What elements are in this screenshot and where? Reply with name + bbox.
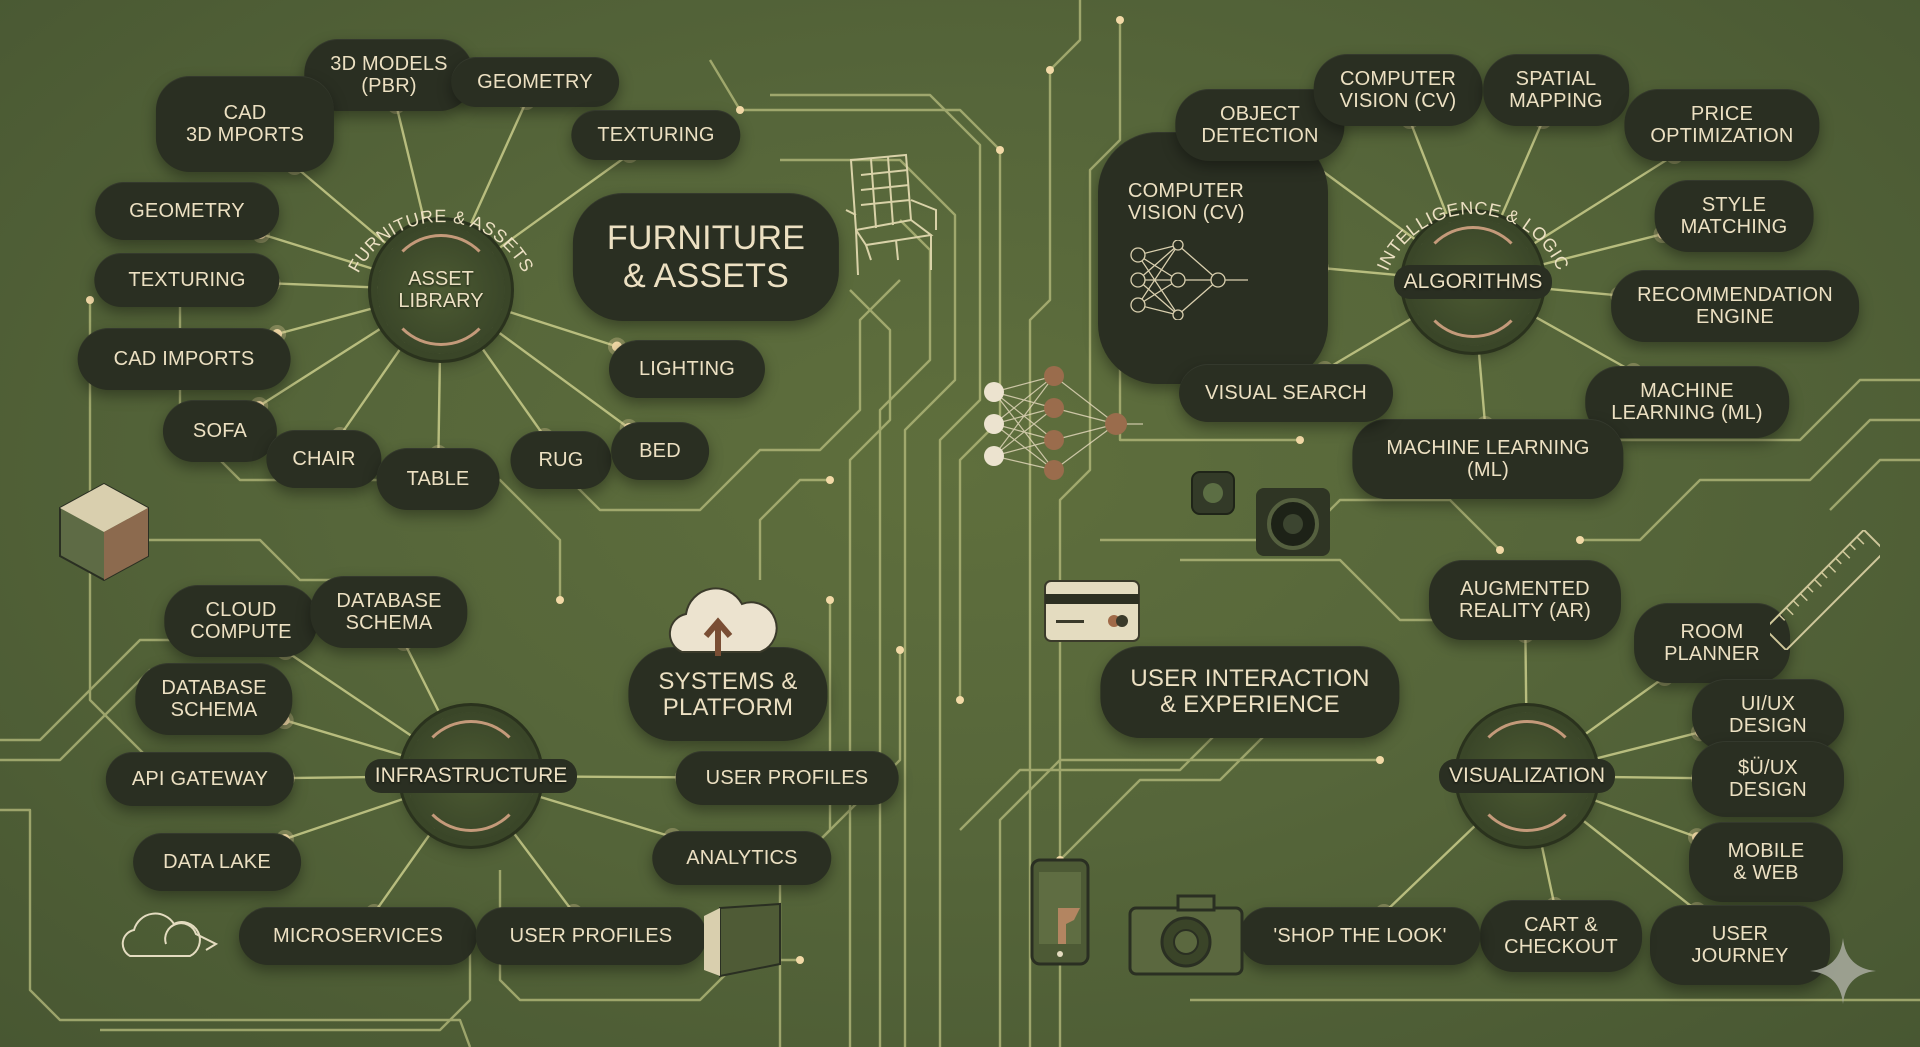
section-title-systems: SYSTEMS & PLATFORM — [628, 647, 828, 741]
node-room-planner[interactable]: ROOM PLANNER — [1634, 603, 1790, 683]
node-user-journey[interactable]: USER JOURNEY — [1650, 905, 1830, 985]
node-ui-ux-design[interactable]: UI/UX DESIGN — [1692, 679, 1844, 751]
hub-infrastructure[interactable]: INFRASTRUCTURE — [364, 712, 578, 840]
node-table[interactable]: TABLE — [376, 448, 500, 510]
hub-label: INFRASTRUCTURE — [364, 759, 578, 793]
node-user-profiles[interactable]: USER PROFILES — [675, 751, 899, 805]
node-object-detection[interactable]: OBJECT DETECTION — [1175, 89, 1345, 161]
hub-asset-library[interactable]: ASSET LIBRARY — [377, 226, 505, 354]
neural-network-icon — [984, 366, 1143, 480]
node-augmented-reality[interactable]: AUGMENTED REALITY (AR) — [1428, 560, 1622, 640]
node-spatial-mapping[interactable]: SPATIAL MAPPING — [1483, 54, 1629, 126]
node-analytics[interactable]: ANALYTICS — [652, 831, 832, 885]
node-3d-models[interactable]: 3D MODELS (PBR) — [304, 39, 474, 111]
node-data-lake[interactable]: DATA LAKE — [133, 833, 301, 891]
ruler-icon — [1770, 530, 1880, 650]
node-price-optimization[interactable]: PRICE OPTIMIZATION — [1624, 89, 1820, 161]
node-microservices[interactable]: MICROSERVICES — [238, 907, 478, 965]
armchair-icon — [845, 153, 937, 276]
computer-vision-card[interactable]: COMPUTER VISION (CV) — [1098, 132, 1328, 384]
smartphone-icon — [1030, 858, 1090, 966]
node-recommendation-engine[interactable]: RECOMMENDATION ENGINE — [1611, 270, 1859, 342]
node-api-gateway[interactable]: API GATEWAY — [105, 752, 295, 806]
credit-card-icon — [1044, 580, 1140, 642]
node-texturing-top[interactable]: TEXTURING — [571, 110, 741, 160]
node-bed[interactable]: BED — [611, 422, 709, 480]
camera-icon — [1128, 894, 1244, 976]
node-texturing[interactable]: TEXTURING — [94, 253, 280, 307]
cloud-upload-icon — [668, 587, 778, 656]
node-cart-checkout[interactable]: CART & CHECKOUT — [1480, 900, 1642, 972]
neural-network-icon — [1130, 240, 1248, 320]
node-visual-search[interactable]: VISUAL SEARCH — [1179, 364, 1393, 422]
node-cad-3d-imports[interactable]: CAD 3D MPORTS — [155, 76, 335, 172]
node-geometry-top[interactable]: GEOMETRY — [451, 57, 619, 107]
camera-icon — [1191, 471, 1330, 556]
hub-label: ASSET LIBRARY — [398, 268, 484, 312]
node-rug[interactable]: RUG — [510, 431, 612, 489]
node-machine-learning-lower[interactable]: MACHINE LEARNING (ML) — [1352, 419, 1624, 499]
hub-label: ALGORITHMS — [1393, 265, 1553, 299]
hub-label: VISUALIZATION — [1439, 759, 1615, 793]
node-mobile-web[interactable]: MOBILE & WEB — [1689, 822, 1843, 902]
node-computer-vision[interactable]: COMPUTER VISION (CV) — [1313, 54, 1483, 126]
sparkle-icon — [1810, 938, 1876, 1004]
node-database-schema[interactable]: DATABASE SCHEMA — [135, 663, 293, 735]
node-lighting[interactable]: LIGHTING — [608, 340, 766, 398]
node-shop-the-look[interactable]: 'SHOP THE LOOK' — [1239, 907, 1481, 965]
node-cloud-compute[interactable]: CLOUD COMPUTE — [164, 585, 318, 657]
cube-icon — [59, 482, 149, 582]
cloud-icon — [121, 912, 219, 957]
node-cad-imports[interactable]: CAD IMPORTS — [77, 328, 291, 390]
hub-visualization[interactable]: VISUALIZATION — [1439, 712, 1615, 840]
node-sofa[interactable]: SOFA — [162, 400, 278, 462]
node-chair[interactable]: CHAIR — [266, 430, 382, 488]
node-database-schema-top[interactable]: DATABASE SCHEMA — [310, 576, 468, 648]
hub-algorithms[interactable]: ALGORITHMS — [1393, 218, 1553, 346]
box-icon — [704, 902, 781, 978]
node-user-profiles-bottom[interactable]: USER PROFILES — [475, 907, 707, 965]
card-title: COMPUTER VISION (CV) — [1128, 180, 1245, 224]
node-style-matching[interactable]: STYLE MATCHING — [1654, 180, 1814, 252]
section-title-user-interaction: USER INTERACTION & EXPERIENCE — [1100, 646, 1400, 738]
node-ui-ux-design-2[interactable]: $Ü/UX DESIGN — [1692, 741, 1844, 817]
node-machine-learning[interactable]: MACHINE LEARNING (ML) — [1585, 366, 1789, 438]
section-title-furniture: FURNITURE & ASSETS — [572, 193, 840, 321]
node-geometry[interactable]: GEOMETRY — [95, 182, 279, 240]
